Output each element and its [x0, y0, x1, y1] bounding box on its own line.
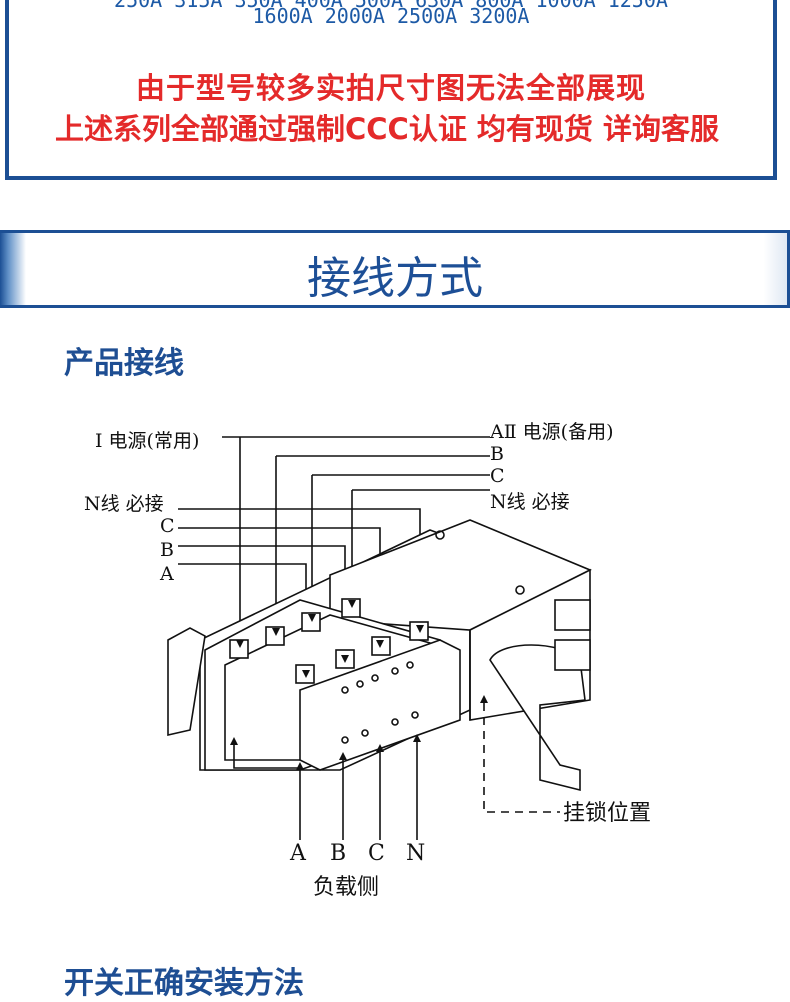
model-notice-box: 250A 315A 350A 400A 500A 630A 800A 1000A…	[5, 0, 777, 180]
source-2-phase-c-label: C	[490, 465, 505, 487]
section-title: 接线方式	[307, 253, 483, 304]
source-1-label: I 电源(常用)	[95, 430, 199, 452]
source-1-phase-a-label: A	[159, 563, 174, 585]
source-1-neutral-label: N线 必接	[84, 493, 164, 515]
load-phase-c-label: C	[368, 841, 385, 866]
source-1-phase-b-label: B	[160, 539, 174, 561]
load-phase-b-label: B	[330, 841, 346, 866]
source-2-phase-b-label: B	[490, 443, 504, 465]
ampere-list-line-2: 1600A 2000A 2500A 3200A	[252, 4, 530, 28]
section-heading-bar	[0, 230, 790, 308]
source-1-phase-c-label: C	[160, 515, 175, 537]
source-2-label: AⅡ 电源(备用)	[489, 421, 614, 443]
source-2-neutral-label: N线 必接	[490, 491, 570, 513]
padlock-position-label: 挂锁位置	[563, 801, 651, 826]
load-phase-a-label: A	[289, 841, 307, 866]
notice-line-1: 由于型号较多实拍尺寸图无法全部展现	[135, 71, 646, 105]
notice-line-2: 上述系列全部通过强制CCC认证 均有现货 详询客服	[54, 112, 720, 146]
load-neutral-label: N	[406, 841, 425, 866]
product-wiring-subtitle: 产品接线	[64, 346, 184, 381]
ampere-list-line-1: 250A 315A 350A 400A 500A 630A 800A 1000A…	[114, 0, 668, 12]
load-side-label: 负载侧	[313, 875, 379, 900]
